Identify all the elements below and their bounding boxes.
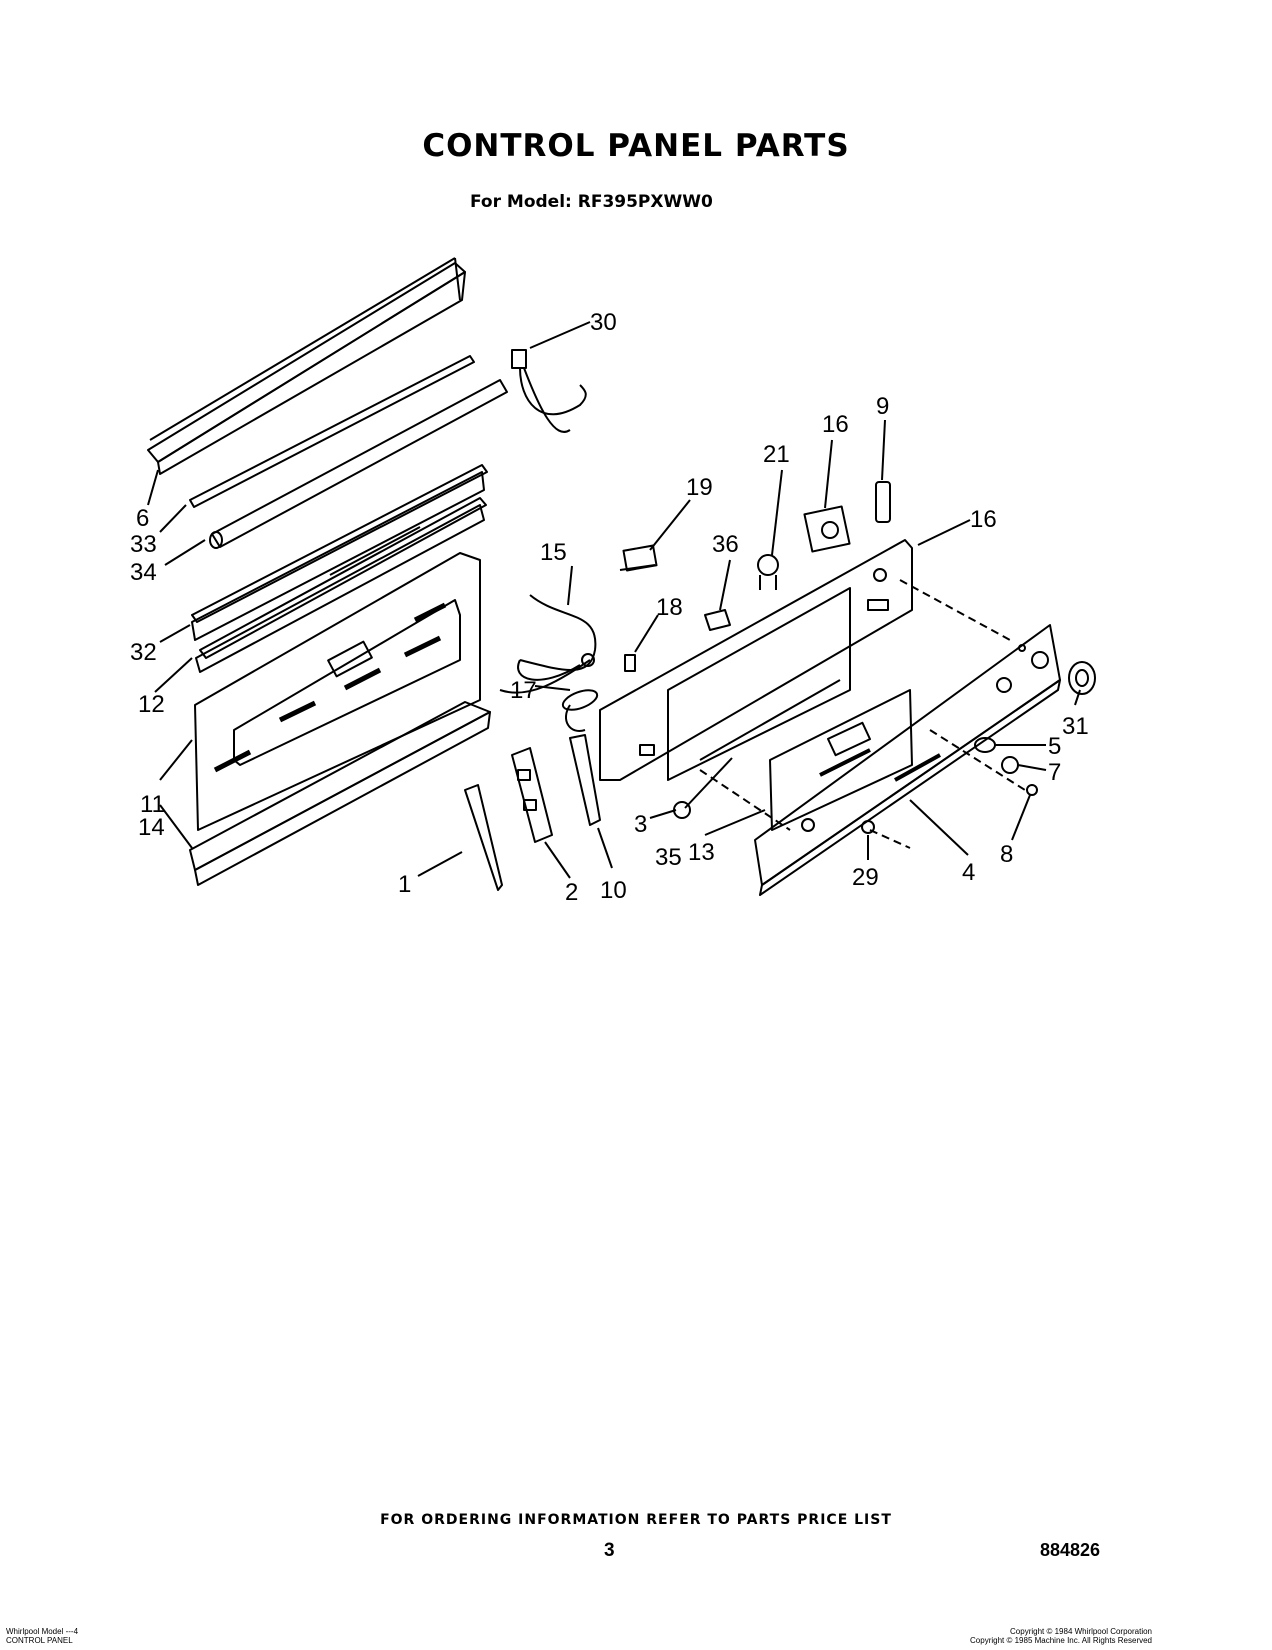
page-title: CONTROL PANEL PARTS	[422, 128, 850, 164]
part-34-tube	[209, 379, 508, 549]
part-33-rod	[189, 355, 475, 508]
callout-1: 1	[398, 871, 411, 898]
callout-31: 30	[590, 309, 617, 336]
part-9	[875, 481, 891, 523]
footer-copyright-line-2: Copyright © 1985 Machine Inc. All Rights…	[970, 1636, 1152, 1645]
callout-8: 8	[1000, 841, 1013, 868]
callout-34: 34	[130, 559, 157, 586]
footer-copyright-line-1: Copyright © 1984 Whirlpool Corporation	[1010, 1627, 1152, 1636]
callout-5: 5	[1048, 733, 1061, 760]
part-13-board	[769, 689, 913, 831]
ordering-note: FOR ORDERING INFORMATION REFER TO PARTS …	[380, 1512, 892, 1528]
document-part-number: 884826	[1040, 1540, 1101, 1560]
callout-15: 15	[540, 539, 567, 566]
part-29	[861, 820, 875, 834]
part-12-bracket	[195, 497, 487, 673]
callout-6: 6	[136, 505, 149, 532]
callout-16: 16	[970, 506, 997, 533]
part-6-top-trim	[147, 257, 466, 475]
callout-13: 13	[688, 839, 715, 866]
callout-32: 32	[130, 639, 157, 666]
callout-23: 21	[763, 441, 790, 468]
part-2	[511, 747, 553, 843]
part-18	[624, 654, 636, 672]
model-subtitle: For Model: RF395PXWW0	[470, 192, 713, 212]
callout-30: 31	[1062, 713, 1089, 740]
footer-left-line-1: Whirlpool Model ---4	[6, 1627, 79, 1636]
part-19-relay	[619, 544, 658, 572]
callout-11: 11	[140, 791, 165, 818]
callout-36: 36	[712, 531, 739, 558]
callout-12: 12	[138, 691, 165, 718]
callout-19: 19	[686, 474, 713, 501]
part-1	[464, 784, 503, 891]
footer-left-line-2: CONTROL PANEL	[6, 1636, 73, 1645]
part-16-housing	[599, 539, 913, 781]
part-8	[1026, 784, 1038, 796]
part-21	[561, 689, 599, 732]
part-7	[1001, 756, 1019, 774]
part-14-bottom-trim	[189, 701, 491, 886]
part-4-panel-face	[754, 624, 1061, 896]
part-11-panel	[194, 552, 481, 831]
callout-14: 14	[138, 814, 165, 841]
callout-29: 29	[852, 864, 879, 891]
callout-33: 33	[130, 531, 157, 558]
callout-35: 35	[655, 844, 682, 871]
callout-2: 2	[565, 879, 578, 906]
callout-9: 9	[876, 393, 889, 420]
callout-7: 7	[1048, 759, 1061, 786]
part-36-clip	[704, 609, 731, 631]
part-31-wire	[511, 349, 587, 433]
callout-18: 18	[656, 594, 683, 621]
callout-4: 4	[962, 859, 975, 886]
part-23	[757, 554, 779, 590]
callout-10: 10	[600, 877, 627, 904]
part-32-strip	[191, 464, 488, 641]
callout-17: 16	[822, 411, 849, 438]
callout-21: 17	[510, 677, 537, 704]
part-30-knob	[1068, 661, 1096, 695]
part-17	[803, 505, 851, 553]
part-10	[569, 734, 601, 826]
page-number: 3	[604, 1540, 615, 1561]
callout-3: 3	[634, 811, 647, 838]
